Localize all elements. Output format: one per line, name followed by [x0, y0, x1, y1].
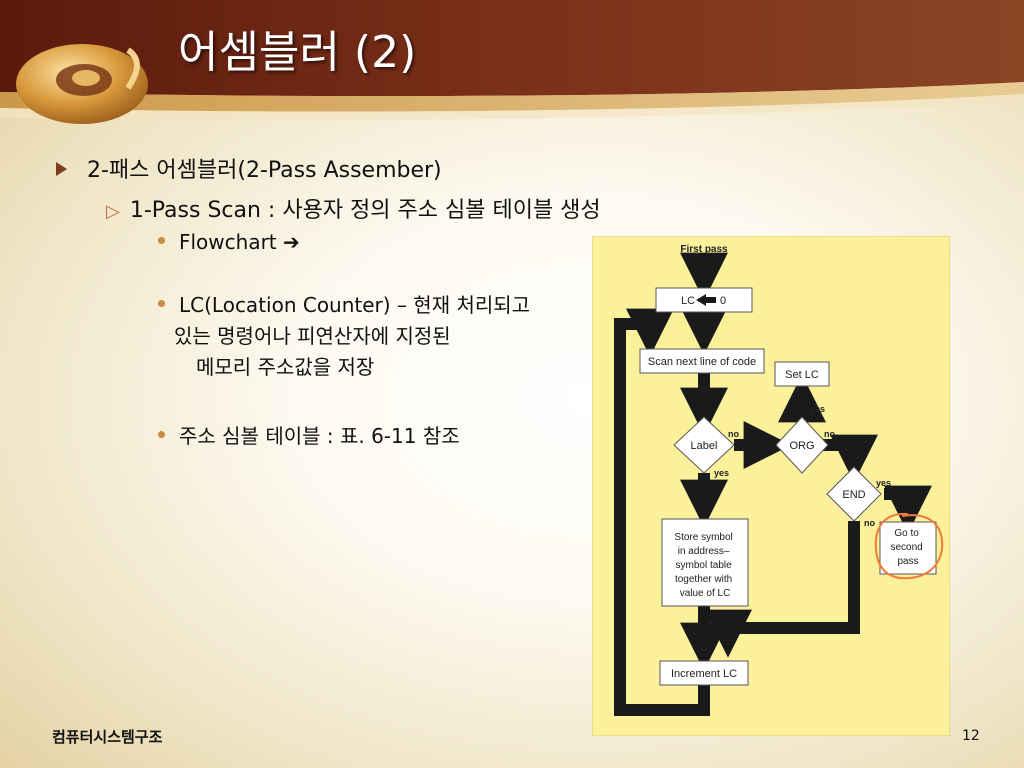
- footer-page-number: 12: [962, 728, 980, 744]
- dot-bullet-icon: [158, 237, 165, 244]
- left-arrow-icon: [696, 294, 716, 306]
- highlight-circle-annotation: [874, 512, 944, 580]
- org-yes-text: yes: [810, 404, 825, 414]
- filled-triangle-bullet-icon: [56, 162, 67, 176]
- store-symbol-box: Store symbol in address– symbol table to…: [674, 532, 735, 599]
- bullet-one-pass-scan: ▷ 1-Pass Scan : 사용자 정의 주소 심볼 테이블 생성: [106, 192, 601, 224]
- first-pass-label: First pass: [680, 244, 728, 255]
- outline-triangle-bullet-icon: ▷: [106, 201, 120, 222]
- org-decision: ORG: [789, 440, 814, 452]
- end-yes-text: yes: [876, 478, 891, 488]
- first-pass-flowchart: First pass LC 0 Scan next line of code S…: [592, 236, 950, 736]
- org-no-text: no: [824, 429, 835, 439]
- footer-course-title: 컴퓨터시스템구조: [52, 728, 163, 746]
- right-arrow-icon: ➔: [283, 230, 300, 254]
- dot-bullet-icon: [158, 300, 165, 307]
- lc-init-lc-text: LC: [681, 295, 695, 307]
- bullet-text-continued: 있는 명령어나 피연산자에 지정된: [174, 324, 451, 348]
- at-sign-logo-icon: [16, 44, 148, 124]
- label-no-text: no: [728, 429, 739, 439]
- go-to-second-pass-box: Go to second pass: [890, 528, 925, 567]
- header-band: [0, 0, 1024, 121]
- bullet-text: 1-Pass Scan : 사용자 정의 주소 심볼 테이블 생성: [129, 198, 601, 223]
- label-yes-text: yes: [714, 468, 729, 478]
- set-lc-box: Set LC: [785, 369, 819, 381]
- lc-init-zero-text: 0: [720, 295, 726, 307]
- end-no-text: no: [864, 518, 875, 528]
- dot-bullet-icon: [158, 431, 165, 438]
- bullet-flowchart: Flowchart ➔: [158, 227, 300, 258]
- slide-title: 어셈블러 (2): [178, 27, 417, 78]
- bullet-text: LC(Location Counter) – 현재 처리되고: [179, 293, 531, 317]
- bullet-location-counter: LC(Location Counter) – 현재 처리되고 있는 명령어나 피…: [158, 290, 530, 383]
- label-decision: Label: [691, 440, 718, 452]
- bullet-text-continued: 메모리 주소값을 저장: [196, 355, 375, 379]
- bullet-two-pass-assembler: 2-패스 어셈블러(2-Pass Assember): [56, 152, 442, 184]
- end-decision: END: [842, 489, 865, 501]
- scan-next-line-box: Scan next line of code: [648, 356, 756, 368]
- bullet-text: Flowchart: [179, 230, 277, 254]
- bullet-text: 주소 심볼 테이블 : 표. 6-11 참조: [179, 424, 460, 448]
- bullet-symbol-table: 주소 심볼 테이블 : 표. 6-11 참조: [158, 421, 460, 452]
- increment-lc-box: Increment LC: [671, 668, 737, 680]
- bullet-text: 2-패스 어셈블러(2-Pass Assember): [87, 158, 442, 183]
